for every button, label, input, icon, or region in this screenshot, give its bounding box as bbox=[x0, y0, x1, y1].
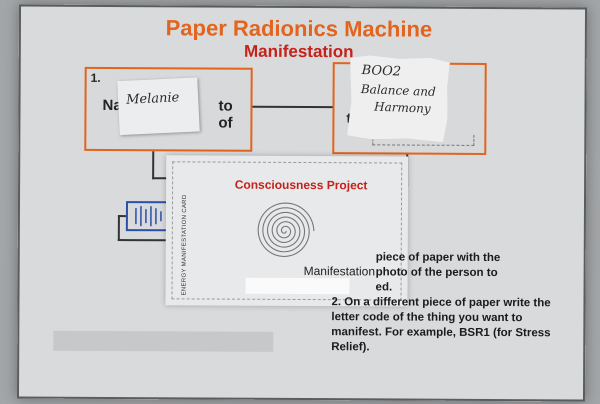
instruction-step-2: 2. On a different piece of paper write t… bbox=[331, 296, 551, 354]
instruction-fragment-2: photo of the person to bbox=[375, 266, 498, 280]
redacted-bar bbox=[53, 330, 274, 352]
handwritten-balance: Balance and bbox=[360, 81, 437, 99]
manifestation-card: ENERGY MANIFESTATION CARD Consciousness … bbox=[165, 155, 409, 307]
box-number: 1. bbox=[90, 70, 101, 85]
coil-icon bbox=[135, 206, 162, 227]
instruction-fragment-3: ed. bbox=[375, 281, 393, 294]
paper-sheet: Paper Radionics Machine Manifestation 1.… bbox=[16, 4, 588, 402]
card-title: Consciousness Project bbox=[234, 177, 368, 193]
handwritten-code: BOO2 bbox=[361, 63, 402, 80]
spiral-icon bbox=[257, 202, 315, 257]
code-paper-slip: BOO2 Balance and Harmony bbox=[347, 55, 450, 143]
instruction-fragment-1: piece of paper with the bbox=[375, 251, 501, 265]
page-title: Paper Radionics Machine bbox=[165, 15, 433, 42]
name-paper-slip: Melanie bbox=[117, 77, 200, 136]
connector-line-left-down bbox=[152, 149, 155, 180]
card-side-text: ENERGY MANIFESTATION CARD bbox=[181, 194, 189, 296]
handwritten-name: Melanie bbox=[125, 90, 180, 108]
connector-line-top bbox=[250, 105, 333, 109]
page-subtitle: Manifestation bbox=[243, 41, 354, 62]
device-wire-down bbox=[117, 215, 120, 242]
radionics-device bbox=[125, 201, 171, 232]
box-label-end: to of bbox=[218, 97, 233, 132]
instructions-text: piece of paper with the photo of the per… bbox=[331, 250, 572, 356]
device-wire-h bbox=[117, 239, 166, 242]
handwritten-harmony: Harmony bbox=[373, 99, 431, 116]
